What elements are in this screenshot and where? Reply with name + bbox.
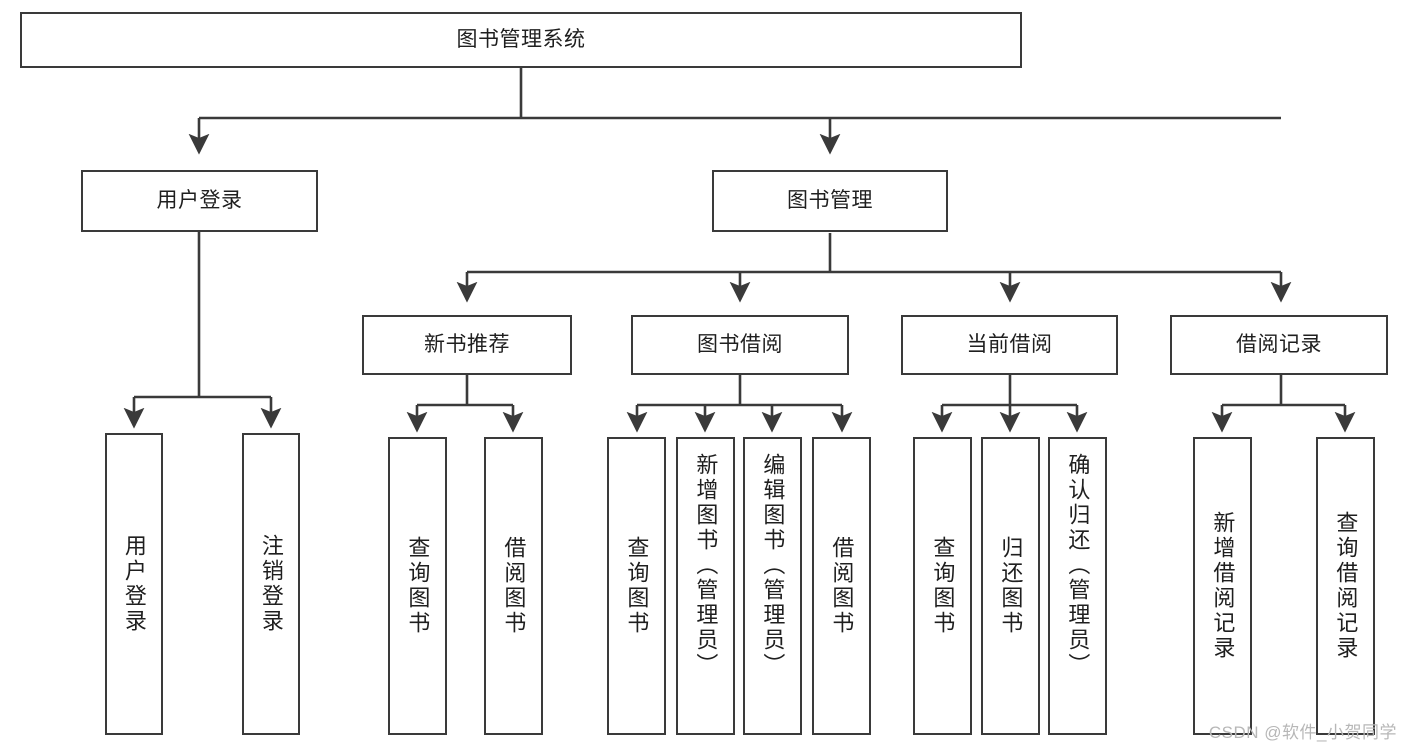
node-leaf-query-borrow-record[interactable]: 查询借阅记录 [1316, 437, 1375, 735]
node-leaf-confirm-return-admin[interactable]: 确认归还（管理员） [1048, 437, 1107, 735]
node-leaf-query-book-current[interactable]: 查询图书 [913, 437, 972, 735]
node-leaf-return-book-label: 归还图书 [998, 536, 1024, 636]
node-leaf-query-book-new-label: 查询图书 [405, 536, 431, 636]
node-root[interactable]: 图书管理系统 [20, 12, 1022, 68]
node-user-login-label: 用户登录 [156, 188, 243, 212]
node-leaf-user-login[interactable]: 用户登录 [105, 433, 163, 735]
node-borrow-record-label: 借阅记录 [1236, 332, 1322, 356]
node-book-borrow[interactable]: 图书借阅 [631, 315, 849, 375]
node-new-book-recommend-label: 新书推荐 [424, 332, 510, 356]
node-new-book-recommend[interactable]: 新书推荐 [362, 315, 572, 375]
watermark: CSDN @软件_小贺同学 [1208, 723, 1397, 742]
node-book-management-label: 图书管理 [787, 188, 873, 212]
node-leaf-query-book-new[interactable]: 查询图书 [388, 437, 447, 735]
node-leaf-logout[interactable]: 注销登录 [242, 433, 300, 735]
node-leaf-query-book-current-label: 查询图书 [930, 536, 956, 636]
node-leaf-add-borrow-record-label: 新增借阅记录 [1210, 511, 1236, 661]
node-leaf-logout-label: 注销登录 [258, 534, 284, 634]
node-current-borrow-label: 当前借阅 [966, 332, 1053, 356]
node-leaf-user-login-label: 用户登录 [121, 534, 147, 634]
node-leaf-query-borrow-record-label: 查询借阅记录 [1333, 511, 1359, 661]
node-leaf-add-borrow-record[interactable]: 新增借阅记录 [1193, 437, 1252, 735]
node-leaf-borrow-book-new-label: 借阅图书 [501, 536, 527, 636]
node-book-borrow-label: 图书借阅 [697, 332, 783, 356]
node-leaf-borrow-book-label: 借阅图书 [829, 536, 855, 636]
node-leaf-return-book[interactable]: 归还图书 [981, 437, 1040, 735]
node-root-label: 图书管理系统 [456, 27, 586, 51]
node-leaf-add-book-admin[interactable]: 新增图书（管理员） [676, 437, 735, 735]
node-leaf-query-book-borrow[interactable]: 查询图书 [607, 437, 666, 735]
node-book-management[interactable]: 图书管理 [712, 170, 948, 232]
node-leaf-edit-book-admin[interactable]: 编辑图书（管理员） [743, 437, 802, 735]
node-leaf-add-book-admin-label: 新增图书（管理员） [693, 453, 719, 678]
node-leaf-borrow-book-new[interactable]: 借阅图书 [484, 437, 543, 735]
node-leaf-borrow-book[interactable]: 借阅图书 [812, 437, 871, 735]
node-borrow-record[interactable]: 借阅记录 [1170, 315, 1388, 375]
node-leaf-confirm-return-admin-label: 确认归还（管理员） [1065, 453, 1091, 678]
node-user-login[interactable]: 用户登录 [81, 170, 318, 232]
node-leaf-query-book-borrow-label: 查询图书 [624, 536, 650, 636]
node-current-borrow[interactable]: 当前借阅 [901, 315, 1118, 375]
node-leaf-edit-book-admin-label: 编辑图书（管理员） [760, 453, 786, 678]
